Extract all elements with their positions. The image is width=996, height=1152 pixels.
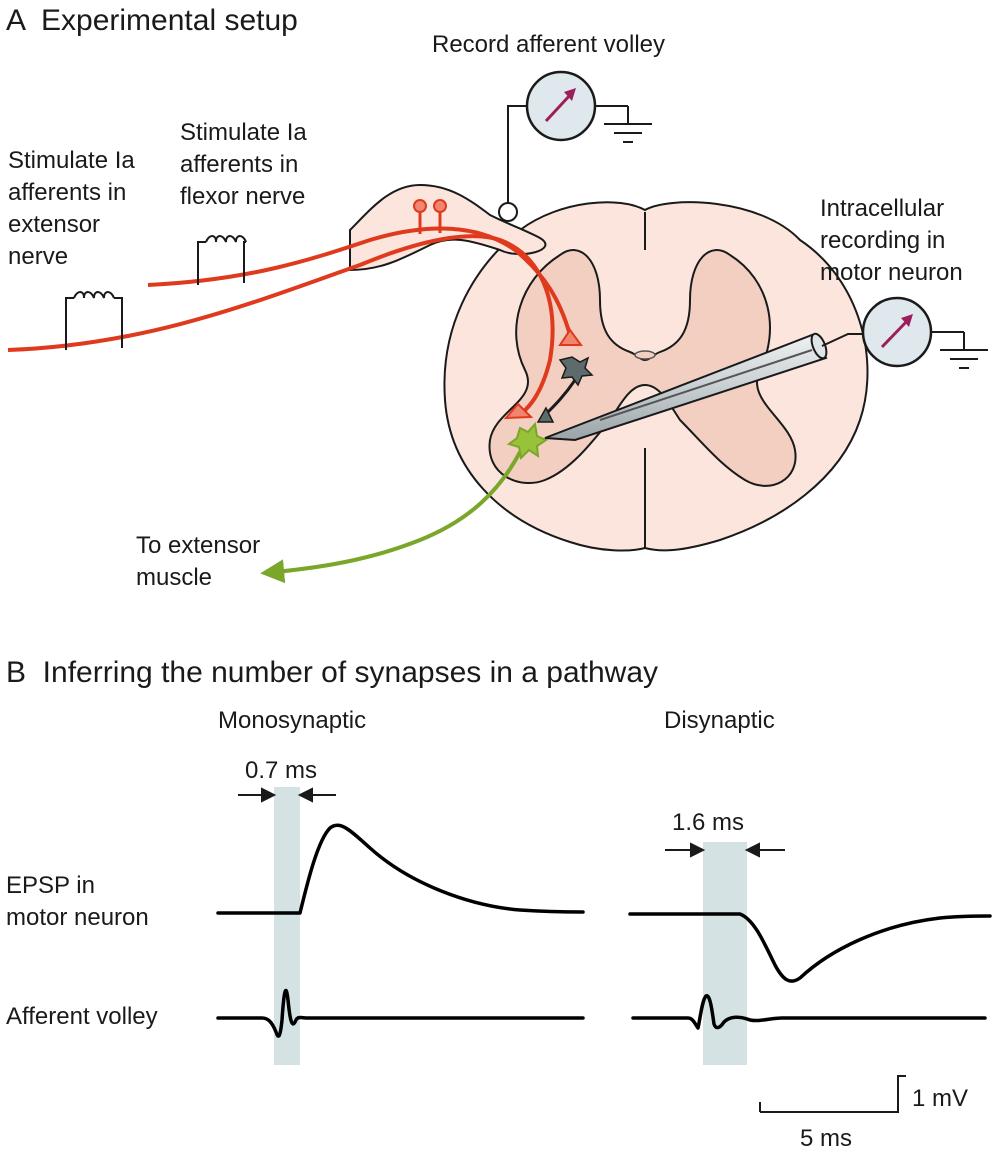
intracellular-line-1: Intracellular — [820, 195, 944, 222]
svg-text:Stimulate Ia: Stimulate Ia — [8, 147, 135, 174]
to-muscle-line-2: muscle — [136, 564, 212, 591]
di-delay-band — [703, 842, 747, 1065]
stim-extensor-line-2: afferents in — [8, 179, 126, 206]
recording-pipette — [544, 332, 828, 442]
stim-extensor-label: Stimulate Ia afferents in extensor nerve — [8, 147, 135, 270]
mono-epsp-trace — [216, 823, 585, 915]
stim-extensor-line-3: extensor — [8, 211, 100, 238]
di-epsp-trace — [628, 912, 992, 983]
stim-flexor-line-3: flexor nerve — [180, 183, 305, 210]
stim-flexor-line-1: Stimulate Ia — [180, 119, 307, 146]
spinal-cord — [443, 201, 869, 552]
scale-mv-label: 1 mV — [912, 1085, 968, 1112]
intracellular-line-2: recording in — [820, 227, 945, 254]
epsp-label-line-2: motor neuron — [6, 904, 149, 931]
stim-extensor-line-1: Stimulate Ia — [8, 147, 135, 174]
di-delay-label: 1.6 ms — [672, 809, 744, 836]
record-afferent-label: Record afferent volley — [432, 31, 665, 58]
panel-a-title: A Experimental setup — [6, 4, 298, 37]
di-delay-marker — [665, 842, 785, 858]
panel-b-title: B Inferring the number of synapses in a … — [6, 656, 658, 689]
to-muscle-line-1: To extensor — [136, 532, 260, 559]
intracellular-label: Intracellular recording in motor neuron — [820, 195, 963, 286]
volley-row-label: Afferent volley — [6, 1003, 158, 1030]
to-muscle-label: To extensor muscle — [136, 532, 260, 591]
mono-volley-trace — [216, 988, 585, 1038]
extensor-stim-coil — [65, 291, 123, 350]
intracellular-line-3: motor neuron — [820, 259, 963, 286]
di-volley-trace — [631, 994, 987, 1030]
stim-flexor-label: Stimulate Ia afferents in flexor nerve — [180, 119, 307, 210]
di-title: Disynaptic — [664, 707, 775, 734]
stim-extensor-line-4: nerve — [8, 243, 68, 270]
mono-delay-label: 0.7 ms — [245, 757, 317, 784]
epsp-row-label: EPSP in motor neuron — [6, 872, 149, 931]
epsp-label-line-1: EPSP in — [6, 872, 95, 899]
scale-ms-label: 5 ms — [800, 1125, 852, 1152]
motor-neuron — [260, 421, 549, 584]
interneuron — [536, 356, 594, 423]
afferent-volley-meter — [498, 70, 652, 222]
intracellular-meter — [821, 296, 988, 369]
mono-delay-marker — [238, 787, 336, 803]
stim-flexor-line-2: afferents in — [180, 151, 298, 178]
mono-title: Monosynaptic — [218, 707, 366, 734]
scale-bar — [759, 1075, 906, 1113]
afferent-fibres — [7, 199, 583, 420]
flexor-stim-coil — [197, 235, 247, 285]
